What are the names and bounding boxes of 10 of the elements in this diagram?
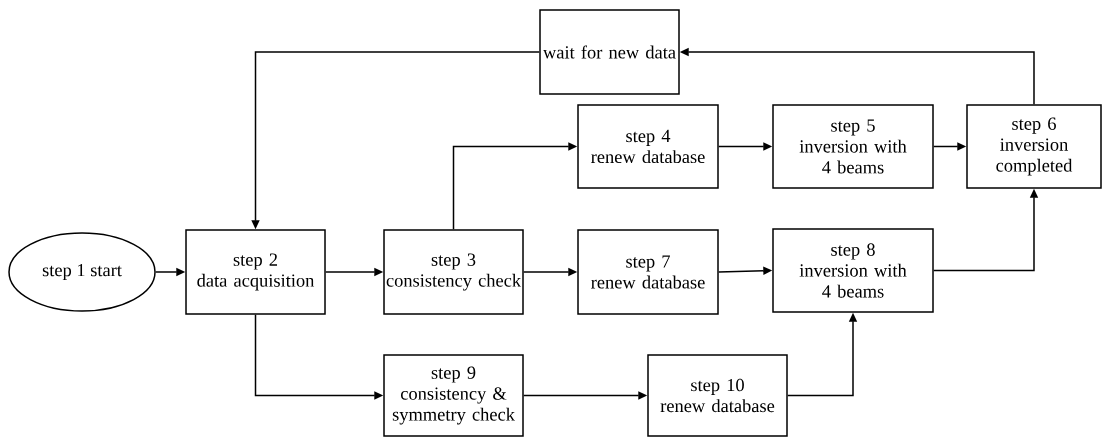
process-box: step 4 renew database bbox=[577, 104, 719, 189]
process-box: wait for new data bbox=[539, 9, 680, 95]
process-box: step 3 consistency check bbox=[383, 229, 524, 315]
process-box: step 6 inversion completed bbox=[966, 104, 1102, 189]
process-box: step 8 inversion with 4 beams bbox=[772, 228, 934, 313]
process-box: step 7 renew database bbox=[577, 229, 719, 315]
process-box: step 9 consistency & symmetry check bbox=[383, 354, 524, 437]
process-box: step 10 renew database bbox=[647, 354, 788, 437]
process-box: step 2 data acquisition bbox=[185, 229, 326, 315]
process-box: step 5 inversion with 4 beams bbox=[772, 104, 934, 189]
